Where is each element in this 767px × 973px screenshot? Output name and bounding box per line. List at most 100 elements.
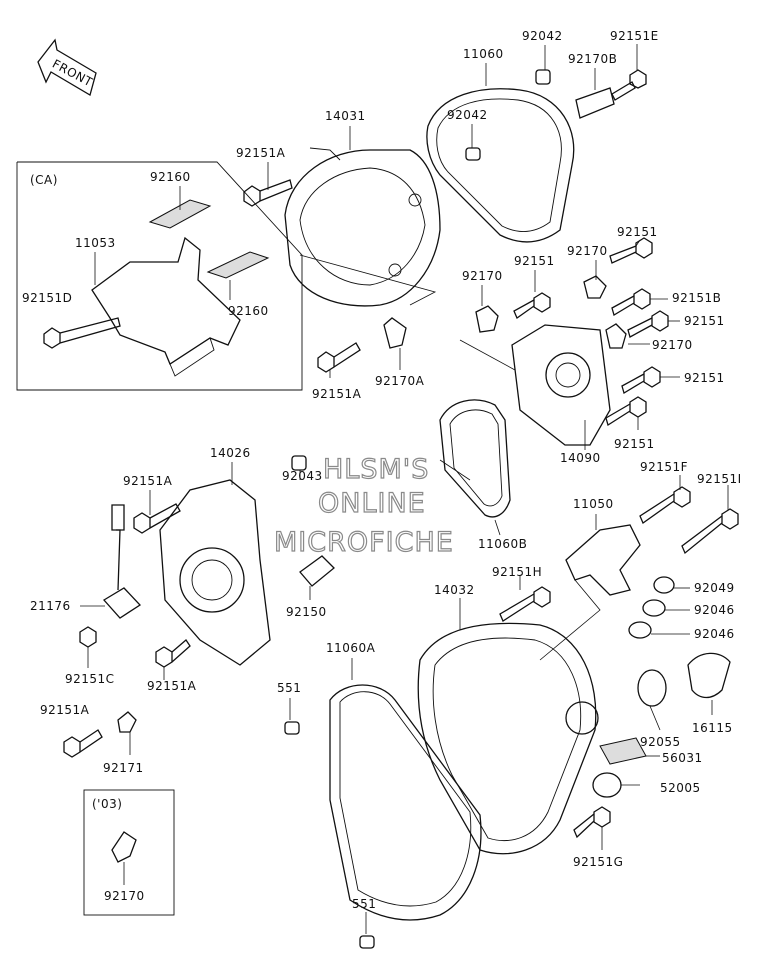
label-92151-5: 92151 <box>614 437 655 451</box>
label-92151c: 92151C <box>65 672 115 686</box>
label-92151h: 92151H <box>492 565 542 579</box>
label-92151b: 92151B <box>672 291 721 305</box>
gasket-11060 <box>426 88 575 243</box>
clamp-92170-2 <box>583 275 607 299</box>
bracket-11050 <box>565 524 641 596</box>
label-92151a-5: 92151A <box>40 703 90 717</box>
label-92055: 92055 <box>640 735 681 749</box>
watermark: HLSM'S ONLINE MICROFICHE <box>273 453 454 558</box>
label-92170-2: 92170 <box>567 244 608 258</box>
label-92171: 92171 <box>103 761 144 775</box>
label-11050: 11050 <box>573 497 614 511</box>
window-52005 <box>592 772 622 798</box>
bolt-92151d <box>43 317 121 349</box>
label-92151-1: 92151 <box>514 254 555 268</box>
cover-14026 <box>159 479 271 666</box>
03-inset-label: ('03) <box>92 797 122 811</box>
cover-14032 <box>417 622 599 855</box>
pad-92160-b <box>206 251 270 279</box>
clamp-92170-1 <box>475 305 499 333</box>
bolt-92151i <box>681 508 739 555</box>
ca-inset-label: (CA) <box>30 173 58 187</box>
label-92151a-2: 92151A <box>312 387 362 401</box>
label-92151f: 92151F <box>640 460 688 474</box>
bolt-92151-1 <box>609 237 653 264</box>
bolt-92151a-4 <box>155 639 191 668</box>
label-92043: 92043 <box>282 469 323 483</box>
clamp-92170-03 <box>111 831 137 863</box>
sensor-21176 <box>102 504 142 619</box>
label-21176: 21176 <box>30 599 71 613</box>
label-52005: 52005 <box>660 781 701 795</box>
label-92151-3: 92151 <box>684 314 725 328</box>
seal-92046-a <box>642 599 666 617</box>
bolt-92151h <box>499 586 551 622</box>
seal-92046-b <box>628 621 652 639</box>
bolt-92151a-5 <box>63 729 103 758</box>
label-11060a: 11060A <box>326 641 376 655</box>
bolt-92151f <box>639 486 691 524</box>
label-92170-3: 92170 <box>652 338 693 352</box>
label-92042-a: 92042 <box>522 29 563 43</box>
pad-92160-a <box>148 199 212 229</box>
leader-lines <box>80 44 729 934</box>
label-92150: 92150 <box>286 605 327 619</box>
label-11060b: 11060B <box>478 537 527 551</box>
label-92151a-3: 92151A <box>123 474 173 488</box>
bolt-92151e <box>611 69 647 101</box>
gasket-11060b <box>439 399 511 518</box>
label-551-a: 551 <box>277 681 301 695</box>
watermark-line-1: HLSM'S <box>323 454 429 485</box>
clamp-92170-3 <box>605 323 627 349</box>
bolt-92151-3 <box>627 310 669 338</box>
cover-14090 <box>511 324 611 446</box>
bolt-92151a-3 <box>133 503 181 534</box>
label-92151a-1: 92151A <box>236 146 286 160</box>
label-11053: 11053 <box>75 236 116 250</box>
dowel-551-a <box>284 721 300 735</box>
label-92160-a: 92160 <box>150 170 191 184</box>
dowel-92042-b <box>465 147 481 161</box>
label-14032: 14032 <box>434 583 475 597</box>
label-92151-4: 92151 <box>684 371 725 385</box>
seal-92049 <box>653 576 675 594</box>
bolt-92151-4 <box>621 366 661 394</box>
watermark-line-3: MICROFICHE <box>274 527 454 558</box>
bracket-11053 <box>91 236 241 365</box>
clamp-92171 <box>117 711 137 733</box>
cover-14031 <box>284 147 441 307</box>
label-14090: 14090 <box>560 451 601 465</box>
label-92151g: 92151G <box>573 855 623 869</box>
cap-16115 <box>687 652 731 699</box>
bolt-92151g <box>573 806 611 839</box>
dowel-551-b <box>359 935 375 949</box>
dowel-92042-a <box>535 69 551 85</box>
label-92160-b: 92160 <box>228 304 269 318</box>
label-92170-1: 92170 <box>462 269 503 283</box>
label-92042-b: 92042 <box>447 108 488 122</box>
clamp-92170b <box>575 87 615 119</box>
clamp-92170a <box>383 317 407 349</box>
bolt-92151c <box>79 626 97 648</box>
bolt-92151a-2 <box>317 342 361 373</box>
ca-inset-box: (CA) <box>16 161 303 391</box>
part-labels: 92042 92151E 11060 92170B 14031 92042 92… <box>22 29 742 911</box>
bolt-92151a-1 <box>243 179 293 207</box>
03-inset-box: ('03) <box>83 789 175 916</box>
front-arrow-icon: FRONT <box>37 38 97 96</box>
label-92170-4: 92170 <box>104 889 145 903</box>
label-92046-a: 92046 <box>694 603 735 617</box>
label-92151-2: 92151 <box>617 225 658 239</box>
bolt-92151-2 <box>513 292 551 319</box>
label-92046-b: 92046 <box>694 627 735 641</box>
label-92151d: 92151D <box>22 291 72 305</box>
label-92151i: 92151I <box>697 472 742 486</box>
label-14026: 14026 <box>210 446 251 460</box>
gasket-11060a <box>329 684 482 921</box>
label-92049: 92049 <box>694 581 735 595</box>
label-551-b: 551 <box>352 897 376 911</box>
label-14031: 14031 <box>325 109 366 123</box>
bolt-92151b <box>611 288 651 316</box>
collar-92150 <box>299 555 335 587</box>
